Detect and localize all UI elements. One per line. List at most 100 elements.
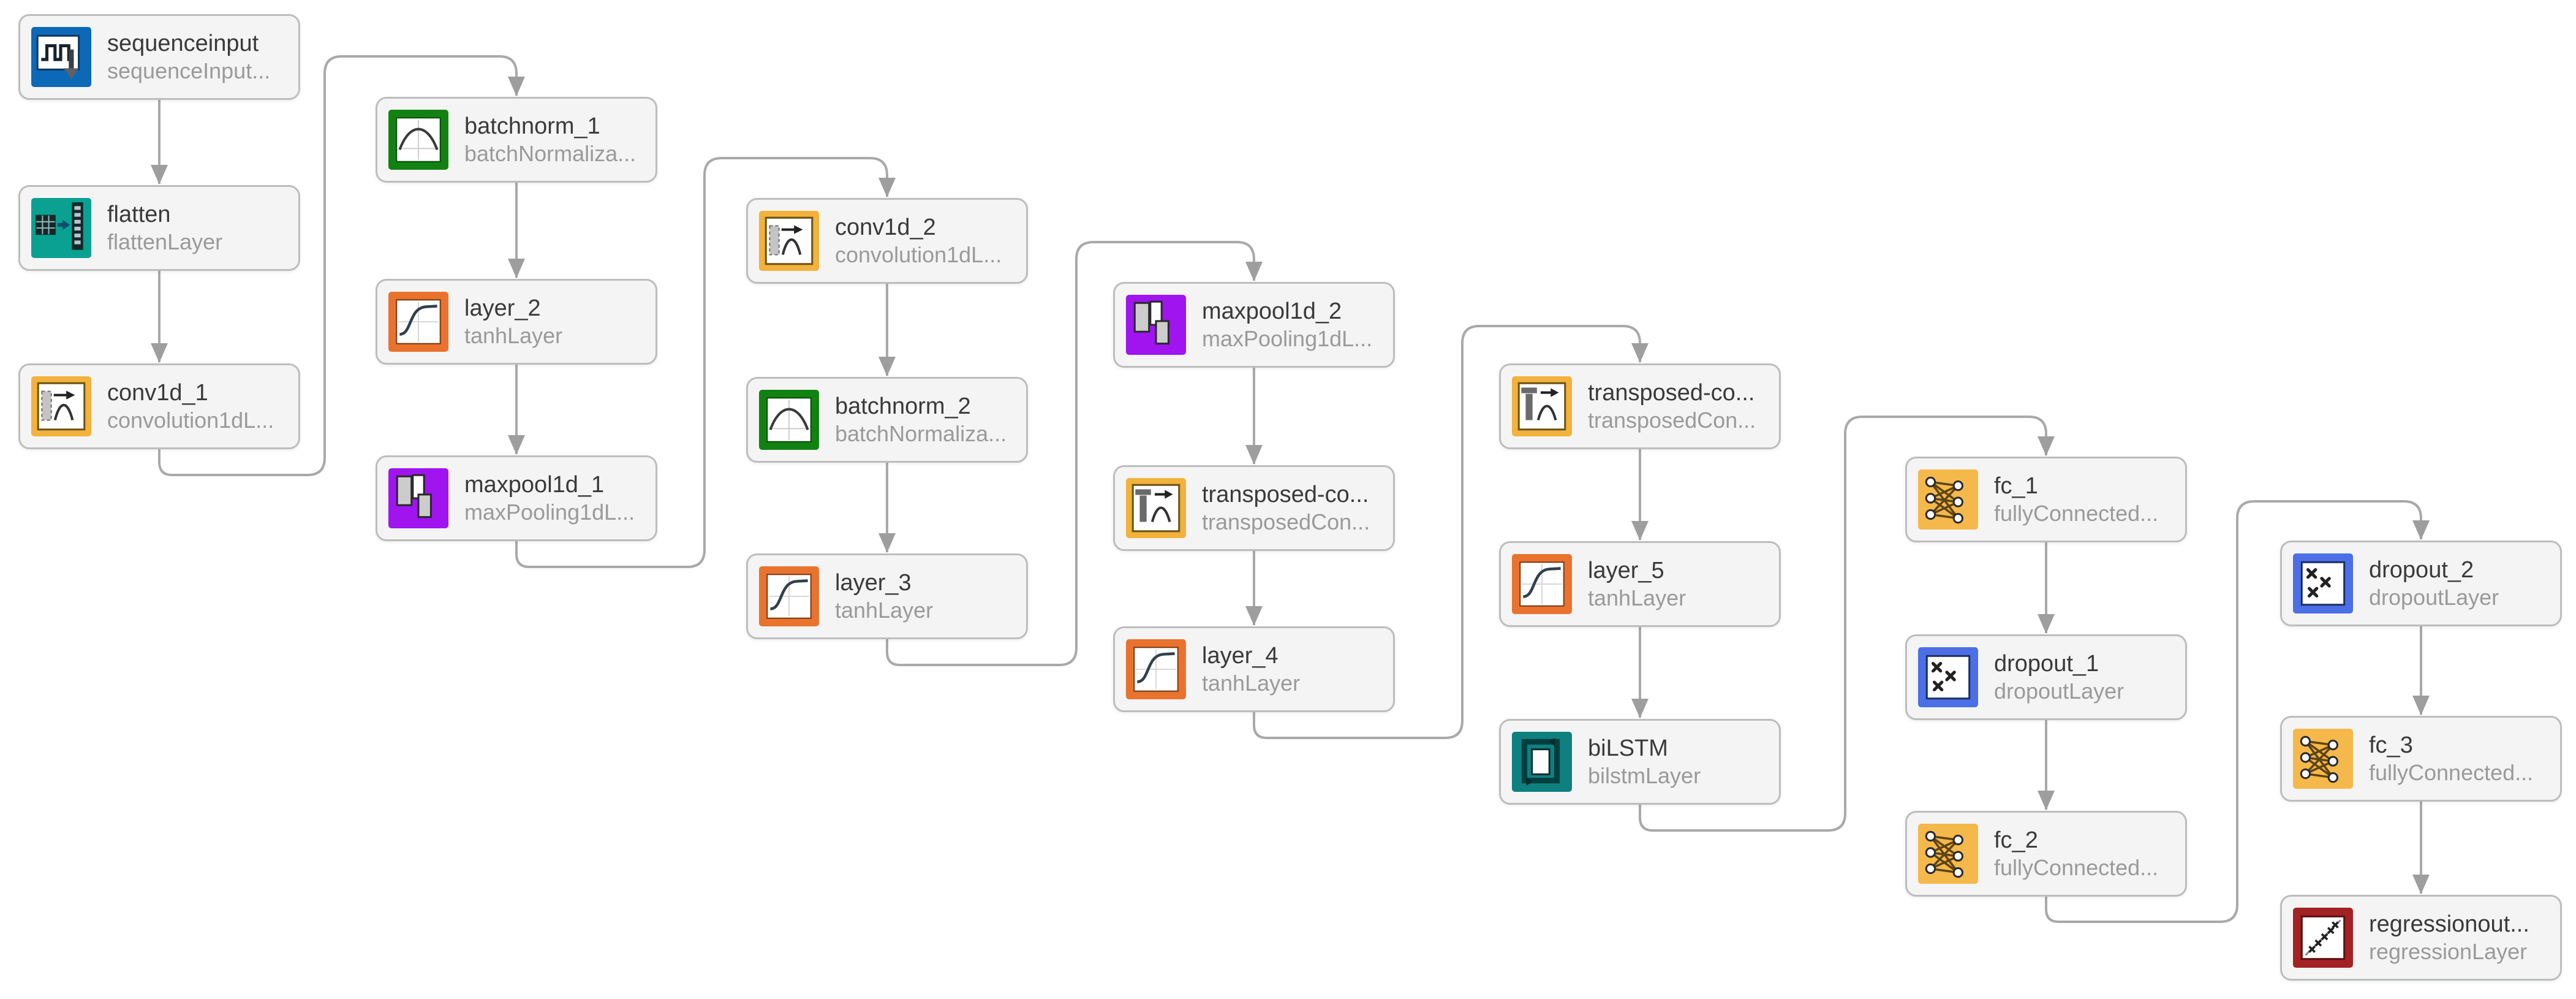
tanh-icon xyxy=(1512,554,1572,614)
node-labels: regressionout...regressionLayer xyxy=(2369,910,2529,965)
fc-icon xyxy=(2293,729,2353,789)
node-transposed-conv_2[interactable]: transposed-co...transposedCon... xyxy=(1499,363,1781,449)
node-subtitle: tanhLayer xyxy=(835,598,934,623)
node-title: batchnorm_1 xyxy=(464,113,600,139)
node-title: maxpool1d_2 xyxy=(1202,298,1342,324)
tanh-icon xyxy=(388,292,448,352)
node-subtitle: batchNormaliza... xyxy=(835,421,1007,446)
transposed-conv-icon xyxy=(1512,376,1572,436)
node-title: layer_3 xyxy=(835,570,912,596)
node-subtitle: sequenceInput... xyxy=(107,58,271,83)
node-subtitle: fullyConnected... xyxy=(1994,501,2159,526)
node-title: fc_3 xyxy=(2369,732,2413,758)
connector-fc_2-dropout_2[interactable] xyxy=(2045,500,2430,923)
node-subtitle: transposedCon... xyxy=(1588,408,1756,433)
dropout-icon xyxy=(2293,553,2353,613)
node-title: transposed-co... xyxy=(1588,380,1755,406)
node-title: conv1d_1 xyxy=(107,380,208,406)
connector-layer_4-transposed-conv_2[interactable] xyxy=(1253,325,1649,739)
node-subtitle: flattenLayer xyxy=(107,229,223,254)
node-subtitle: transposedCon... xyxy=(1202,509,1370,534)
node-title: maxpool1d_1 xyxy=(464,472,605,498)
tanh-icon xyxy=(1126,639,1186,699)
connector-maxpool1d_1-conv1d_2[interactable] xyxy=(515,157,896,568)
node-subtitle: regressionLayer xyxy=(2369,939,2528,964)
node-title: transposed-co... xyxy=(1202,482,1369,507)
node-title: flatten xyxy=(107,202,171,227)
node-subtitle: dropoutLayer xyxy=(1994,678,2125,704)
node-title: sequenceinput xyxy=(107,31,259,56)
node-title: layer_2 xyxy=(464,295,541,321)
node-title: conv1d_2 xyxy=(835,215,936,240)
connector-layer_3-maxpool1d_2[interactable] xyxy=(886,241,1263,666)
bilstm-icon xyxy=(1512,732,1572,792)
node-title: fc_2 xyxy=(1994,827,2038,853)
node-subtitle: maxPooling1dL... xyxy=(1202,326,1373,351)
conv1d-icon xyxy=(31,376,91,436)
node-subtitle: dropoutLayer xyxy=(2369,585,2499,610)
regression-icon xyxy=(2293,908,2353,968)
dropout-icon xyxy=(1918,647,1978,707)
node-regressionoutput[interactable]: regressionout...regressionLayer xyxy=(2280,895,2562,981)
fc-icon xyxy=(1918,469,1978,530)
node-subtitle: tanhLayer xyxy=(1588,585,1686,610)
node-subtitle: fullyConnected... xyxy=(2369,760,2534,785)
maxpool-icon xyxy=(1126,295,1186,355)
node-subtitle: bilstmLayer xyxy=(1588,763,1701,788)
batchnorm-icon xyxy=(388,110,448,170)
batchnorm-icon xyxy=(759,390,819,450)
node-subtitle: maxPooling1dL... xyxy=(464,500,635,525)
sequence-input-icon xyxy=(31,27,91,87)
node-subtitle: tanhLayer xyxy=(464,323,563,348)
tanh-icon xyxy=(759,566,819,626)
connector-biLSTM-fc_1[interactable] xyxy=(1639,416,2055,832)
node-labels: transposed-co...transposedCon... xyxy=(1588,379,1756,434)
node-title: dropout_1 xyxy=(1994,651,2099,677)
connector-conv1d_1-batchnorm_1[interactable] xyxy=(158,55,525,476)
maxpool-icon xyxy=(388,468,448,528)
node-title: batchnorm_2 xyxy=(835,393,971,419)
node-title: layer_5 xyxy=(1588,558,1664,583)
node-transposed-conv_1[interactable]: transposed-co...transposedCon... xyxy=(1113,465,1395,551)
node-title: fc_1 xyxy=(1994,473,2038,499)
node-title: dropout_2 xyxy=(2369,557,2474,583)
node-subtitle: convolution1dL... xyxy=(107,408,274,433)
node-subtitle: fullyConnected... xyxy=(1994,855,2159,880)
node-title: biLSTM xyxy=(1588,735,1668,761)
